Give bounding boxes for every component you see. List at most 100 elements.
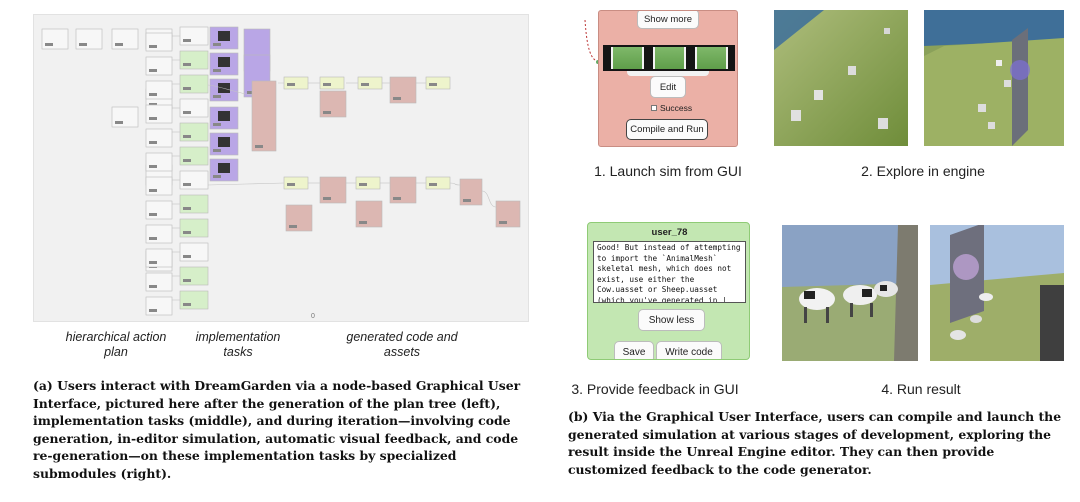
generated-node-port — [463, 199, 471, 202]
task-node-port — [183, 231, 191, 234]
graph-edge — [481, 190, 497, 208]
generated-node-port — [287, 183, 295, 186]
task-node — [179, 74, 209, 94]
feedback-node-panel: user_78 Good! But instead of attempting … — [587, 222, 750, 360]
task-node-port — [183, 207, 191, 210]
task-node — [179, 98, 209, 118]
asset-preview — [218, 137, 230, 147]
feedback-textarea[interactable]: Good! But instead of attempting to impor… — [593, 241, 746, 303]
plan-node-port — [149, 261, 157, 264]
task-node — [179, 170, 209, 190]
feedback-node-title: user_78 — [651, 227, 688, 238]
plan-node-port — [149, 165, 157, 168]
plan-node-port — [149, 309, 157, 312]
plan-node — [145, 104, 173, 124]
plan-node-port — [149, 45, 157, 48]
sim-node-panel: Show more Edit Success Compile and Run — [598, 10, 738, 147]
task-node — [179, 146, 209, 166]
render-explore-2 — [924, 10, 1064, 146]
generated-node-port — [289, 225, 297, 228]
asset-preview — [218, 111, 230, 121]
task-node — [179, 266, 209, 286]
plan-node-port — [149, 189, 157, 192]
task-node-port — [183, 135, 191, 138]
task-node — [179, 290, 209, 310]
graph-edge — [449, 182, 461, 186]
plan-node — [145, 200, 173, 220]
task-node-port — [183, 183, 191, 186]
column-label-generated: generated code and assets — [346, 330, 458, 359]
task-node-port — [183, 303, 191, 306]
asset-task-node-port — [213, 123, 221, 126]
plan-node-port — [149, 69, 157, 72]
plan-node — [145, 248, 173, 268]
plan-node — [145, 224, 173, 244]
plan-node — [145, 32, 173, 52]
strip-tab — [627, 71, 709, 76]
generated-node-port — [393, 197, 401, 200]
generated-node-port — [323, 197, 331, 200]
plan-node-port — [79, 43, 87, 46]
generated-node-port — [323, 111, 331, 114]
plan-node-port — [149, 103, 157, 106]
task-node — [179, 242, 209, 262]
generated-node-port — [287, 83, 295, 86]
task-node — [179, 194, 209, 214]
plan-node — [145, 128, 173, 148]
success-checkbox-label: Success — [660, 103, 693, 113]
plan-node — [145, 296, 173, 316]
show-more-button[interactable]: Show more — [637, 11, 699, 29]
task-node-port — [183, 255, 191, 258]
plan-node — [145, 152, 173, 172]
asset-task-node-port — [213, 69, 221, 72]
asset-task-node-port — [247, 91, 255, 94]
generated-node-port — [359, 221, 367, 224]
generated-node-port — [361, 83, 369, 86]
asset-preview — [218, 83, 230, 93]
show-less-button[interactable]: Show less — [638, 309, 705, 331]
task-node-port — [183, 111, 191, 114]
generated-node-port — [429, 83, 437, 86]
task-node — [179, 26, 209, 46]
plan-node-port — [115, 121, 123, 124]
sim-thumbnail — [695, 47, 728, 69]
render-result-1 — [782, 225, 918, 361]
task-node-port — [183, 39, 191, 42]
plan-node — [145, 80, 173, 100]
step3-label: 3. Provide feedback in GUI — [571, 381, 739, 397]
generated-node-port — [323, 83, 331, 86]
generated-node-port — [429, 183, 437, 186]
graph-edge — [207, 84, 253, 96]
plan-node-port — [149, 141, 157, 144]
asset-preview — [218, 163, 230, 173]
step4-label: 4. Run result — [881, 381, 961, 397]
compile-run-button[interactable]: Compile and Run — [626, 119, 708, 140]
plan-node — [145, 56, 173, 76]
render-result-2 — [930, 225, 1064, 361]
task-node — [179, 122, 209, 142]
save-button[interactable]: Save — [614, 341, 654, 359]
caption-b: (b) Via the Graphical User Interface, us… — [568, 409, 1062, 477]
plan-node-port — [149, 117, 157, 120]
column-label-tasks: implementation tasks — [195, 330, 281, 359]
step1-label: 1. Launch sim from GUI — [594, 163, 742, 179]
sim-thumbnail — [611, 47, 644, 69]
step2-label: 2. Explore in engine — [861, 163, 985, 179]
plan-node-port — [115, 43, 123, 46]
success-checkbox[interactable] — [651, 105, 657, 111]
column-label-plan: hierarchical action plan — [65, 330, 167, 359]
task-node — [179, 218, 209, 238]
generated-node — [285, 204, 313, 232]
node-graph-canvas[interactable] — [33, 14, 529, 322]
plan-node — [145, 272, 173, 292]
success-checkbox-row[interactable]: Success — [651, 103, 692, 113]
write-code-button[interactable]: Write code — [656, 341, 722, 359]
graph-edge — [207, 182, 285, 186]
generated-node-port — [393, 97, 401, 100]
plan-node-port — [149, 237, 157, 240]
task-node-port — [183, 159, 191, 162]
plan-node-port — [149, 93, 157, 96]
generated-node-port — [255, 145, 263, 148]
edit-button[interactable]: Edit — [650, 76, 686, 98]
generated-node — [251, 80, 277, 152]
